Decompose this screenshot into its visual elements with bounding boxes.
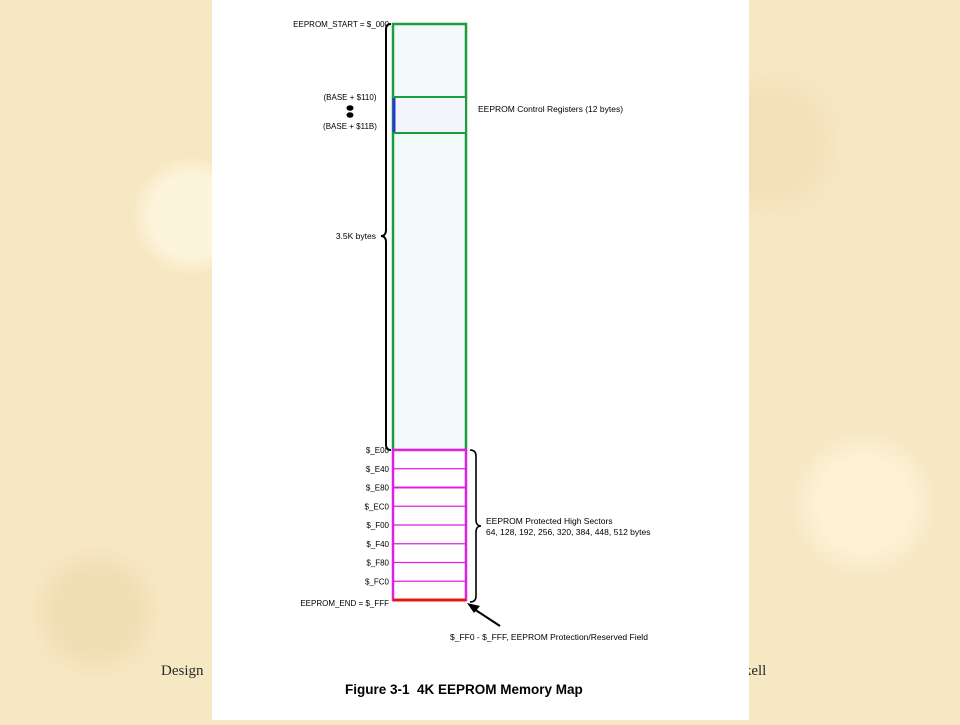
reserved-label: $_FF0 - $_FFF, EEPROM Protection/Reserve… (450, 632, 648, 642)
base-ellipsis-dot-1 (346, 105, 354, 111)
sector-address-label: $_F80 (366, 559, 389, 568)
size-brace (380, 23, 392, 451)
sector-address-label: $_FC0 (365, 577, 390, 586)
eeprom-main-block (391, 22, 468, 452)
memory-map-svg: EEPROM_START = $_000 (BASE + $110) (BASE… (293, 20, 650, 697)
reserved-arrow-head (467, 603, 480, 613)
memory-map-figure: EEPROM_START = $_000 (BASE + $110) (BASE… (212, 0, 749, 720)
size-label: 3.5K bytes (336, 231, 376, 241)
end-label: EEPROM_END = $_FFF (300, 599, 389, 608)
sector-address-label: $_E00 (366, 446, 390, 455)
sectors-brace (469, 449, 482, 603)
protected-sizes: 64, 128, 192, 256, 320, 384, 448, 512 by… (486, 527, 650, 537)
sector-address-label: $_E80 (366, 484, 390, 493)
reserved-arrow-line (473, 608, 501, 627)
protected-title: EEPROM Protected High Sectors (486, 516, 613, 526)
sector-address-label: $_F40 (366, 540, 389, 549)
start-label: EEPROM_START = $_000 (293, 20, 389, 29)
sector-address-labels: $_E00 $_E40 $_E80 $_EC0 $_F00 $_F40 $_F80 $_FC0 (365, 446, 390, 586)
base-ellipsis-dot-2 (346, 112, 354, 118)
base-end-label: (BASE + $11B) (323, 122, 377, 131)
figure-caption: Figure 3-1 4K EEPROM Memory Map (345, 682, 583, 697)
control-registers-label: EEPROM Control Registers (12 bytes) (478, 104, 623, 114)
sector-address-label: $_EC0 (365, 502, 390, 511)
base-start-label: (BASE + $110) (324, 93, 377, 102)
sector-address-label: $_E40 (366, 465, 390, 474)
footer-left-text: Design (161, 663, 204, 679)
control-register-block (392, 96, 467, 134)
protected-sectors (391, 448, 468, 602)
sector-address-label: $_F00 (366, 521, 389, 530)
